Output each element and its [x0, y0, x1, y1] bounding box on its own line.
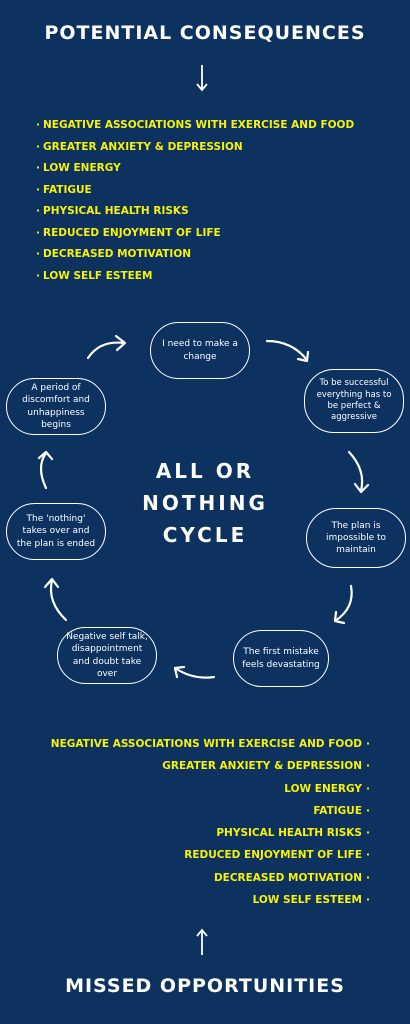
list-item: PHYSICAL HEALTH RISKS·	[216, 827, 370, 840]
bottom-heading: MISSED OPPORTUNITIES	[65, 975, 345, 997]
consequences-list-bottom: NEGATIVE ASSOCIATIONS WITH EXERCISE AND …	[51, 733, 370, 911]
cycle-title-line: NOTHING	[142, 491, 268, 515]
curved-arrow-icon	[37, 450, 54, 490]
cycle-title: ALL OR NOTHING CYCLE	[115, 455, 295, 551]
arrow-up-icon	[196, 928, 208, 955]
list-item: NEGATIVE ASSOCIATIONS WITH EXERCISE AND …	[50, 738, 370, 750]
cycle-step-make-change: I need to make a change	[150, 322, 250, 379]
list-item: ·NEGATIVE ASSOCIATIONS WITH EXERCISE AND…	[36, 119, 355, 131]
cycle-step-nothing-takes-over: The 'nothing' takes over and the plan is…	[6, 503, 106, 560]
cycle-step-discomfort: A period of discomfort and unhappiness b…	[6, 378, 106, 435]
list-item: ·REDUCED ENJOYMENT OF LIFE	[36, 226, 221, 239]
arrow-down-icon	[196, 65, 208, 92]
list-item: LOW SELF ESTEEM·	[252, 894, 370, 907]
consequences-list-top: ·NEGATIVE ASSOCIATIONS WITH EXERCISE AND…	[36, 115, 354, 287]
list-item: FATIGUE·	[313, 804, 370, 817]
cycle-title-line: CYCLE	[162, 523, 248, 547]
cycle-step-perfect-aggressive: To be successful everything has to be pe…	[304, 369, 404, 433]
list-item: DECREASED MOTIVATION·	[213, 871, 370, 884]
list-item: ·PHYSICAL HEALTH RISKS	[36, 205, 189, 217]
curved-arrow-icon	[86, 334, 127, 360]
cycle-title-line: ALL OR	[155, 459, 255, 483]
list-item: ·GREATER ANXIETY & DEPRESSION	[36, 140, 243, 153]
curved-arrow-icon	[43, 577, 68, 622]
list-item: REDUCED ENJOYMENT OF LIFE·	[184, 849, 370, 862]
curved-arrow-icon	[173, 665, 216, 679]
cycle-step-first-mistake: The first mistake feels devastating	[233, 630, 329, 687]
list-item: ·FATIGUE	[36, 183, 92, 196]
curved-arrow-icon	[265, 339, 310, 363]
top-heading: POTENTIAL CONSEQUENCES	[44, 22, 366, 44]
list-item: LOW ENERGY·	[284, 782, 370, 795]
curved-arrow-icon	[333, 584, 353, 625]
list-item: ·LOW SELF ESTEEM	[36, 269, 153, 282]
cycle-step-negative-self-talk: Negative self talk, disappointment and d…	[57, 627, 157, 684]
list-item: ·LOW ENERGY	[36, 162, 121, 174]
cycle-step-impossible: The plan is impossible to maintain	[306, 508, 406, 568]
curved-arrow-icon	[347, 450, 370, 494]
list-item: GREATER ANXIETY & DEPRESSION·	[162, 760, 370, 773]
list-item: ·DECREASED MOTIVATION	[36, 248, 192, 260]
